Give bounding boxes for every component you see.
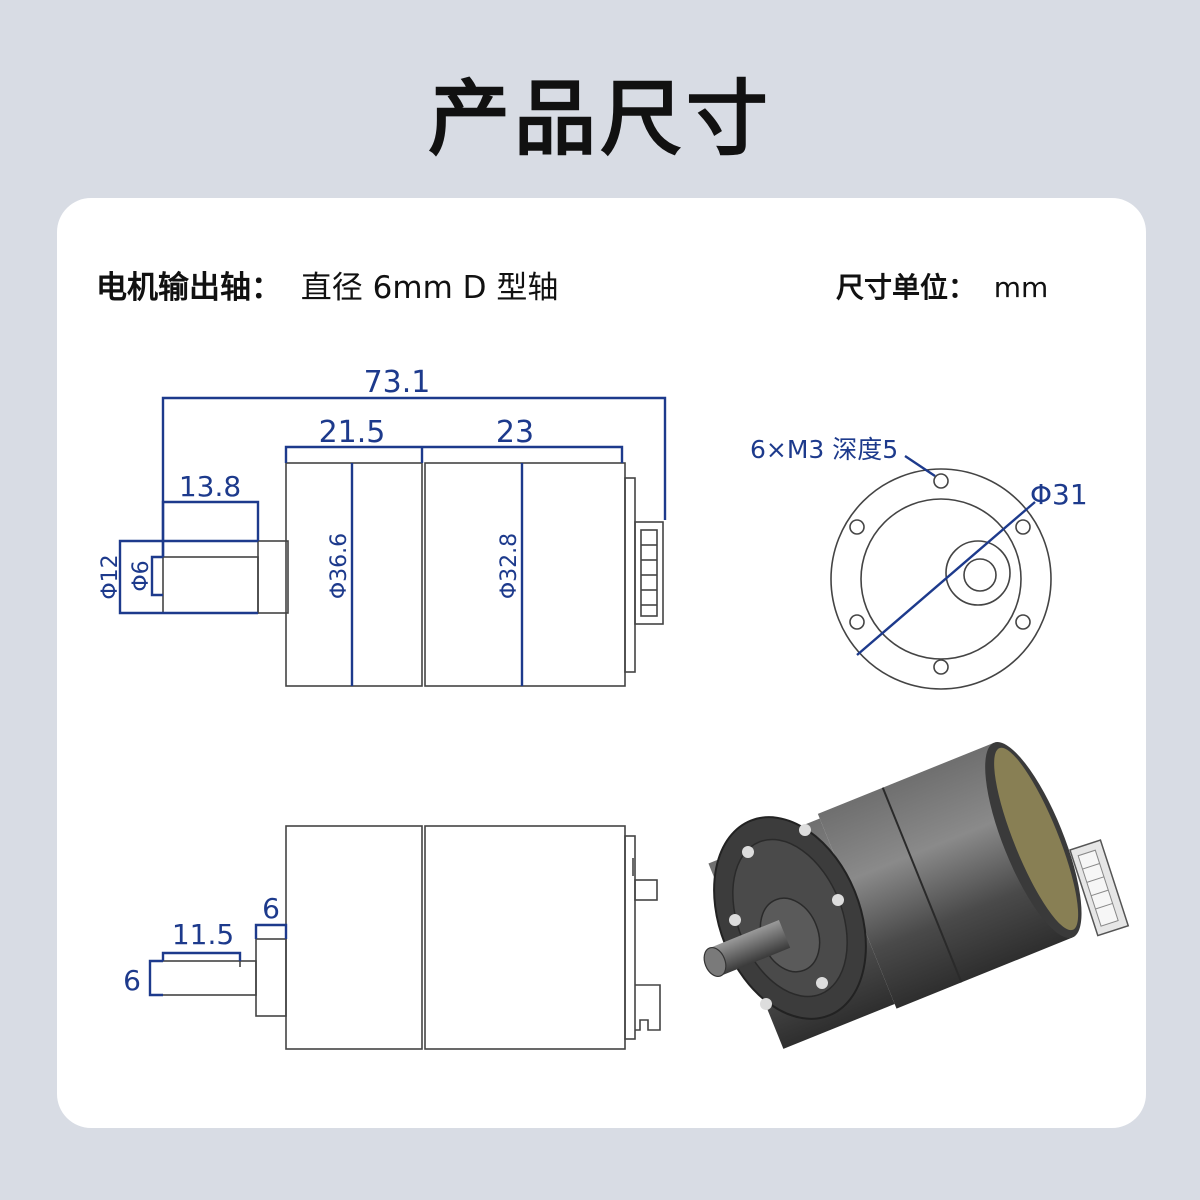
top-view-dimensions (118, 396, 667, 686)
dim-flat-depth: 6 (123, 964, 141, 997)
side-rear-cap (624, 835, 636, 1040)
dim-motor-length: 23 (496, 415, 534, 450)
front-view-labels: 6×M3 深度5 Φ31 (750, 435, 1088, 511)
front-shaft (963, 558, 997, 592)
front-inner-face (860, 498, 1022, 660)
top-view-labels: 73.1 21.5 23 13.8 Φ12 Φ6 Φ36.6 Φ32.8 (98, 365, 534, 600)
motor-3d-render (703, 742, 1130, 1049)
dim-gearbox-diameter: Φ36.6 (327, 533, 352, 599)
mount-hole (933, 473, 949, 489)
top-boss (257, 540, 289, 614)
page-title: 产品尺寸 (427, 72, 772, 167)
shaft-spec-value: 直径 6mm D 型轴 (300, 270, 559, 306)
mount-hole (1015, 519, 1031, 535)
top-rear-cap (624, 477, 636, 673)
top-gearbox (285, 462, 423, 687)
dim-shaft-length: 13.8 (179, 470, 241, 503)
top-view (162, 462, 664, 687)
unit-spec-label: 尺寸单位： (836, 271, 977, 304)
side-motor (424, 825, 626, 1050)
side-gearbox (285, 825, 423, 1050)
dim-bolt-circle: Φ31 (1030, 478, 1088, 511)
mount-hole (933, 659, 949, 675)
dim-motor-diameter: Φ32.8 (497, 533, 522, 599)
shaft-spec-label: 电机输出轴： (96, 270, 282, 306)
render-connector (1069, 839, 1130, 937)
shaft-spec: 电机输出轴： 直径 6mm D 型轴 (96, 262, 558, 307)
side-boss (255, 938, 287, 1017)
front-outer-flange (830, 468, 1052, 690)
side-terminal-top (634, 879, 658, 901)
dim-boss-diameter: Φ12 (98, 554, 123, 599)
front-boss (945, 540, 1011, 606)
dim-mount-holes: 6×M3 深度5 (750, 435, 898, 464)
dim-shaft-diameter: Φ6 (129, 560, 154, 591)
dim-flat-length: 11.5 (172, 918, 234, 951)
unit-spec: 尺寸单位： mm (836, 266, 1048, 306)
mount-hole (849, 519, 865, 535)
unit-spec-value: mm (993, 271, 1049, 304)
dim-overall-length: 73.1 (364, 365, 431, 400)
dim-gearbox-length: 21.5 (319, 415, 386, 450)
side-view-dimensions (148, 923, 288, 997)
top-motor (424, 462, 626, 687)
front-view-dimensions (856, 455, 1036, 656)
dim-boss-length: 6 (262, 892, 280, 925)
side-view-labels: 6 11.5 6 (123, 892, 280, 997)
front-view (830, 468, 1052, 690)
mount-hole (849, 614, 865, 630)
top-shaft (162, 556, 259, 614)
top-connector (634, 521, 664, 625)
mount-hole (1015, 614, 1031, 630)
side-terminal-bottom (635, 984, 661, 1031)
